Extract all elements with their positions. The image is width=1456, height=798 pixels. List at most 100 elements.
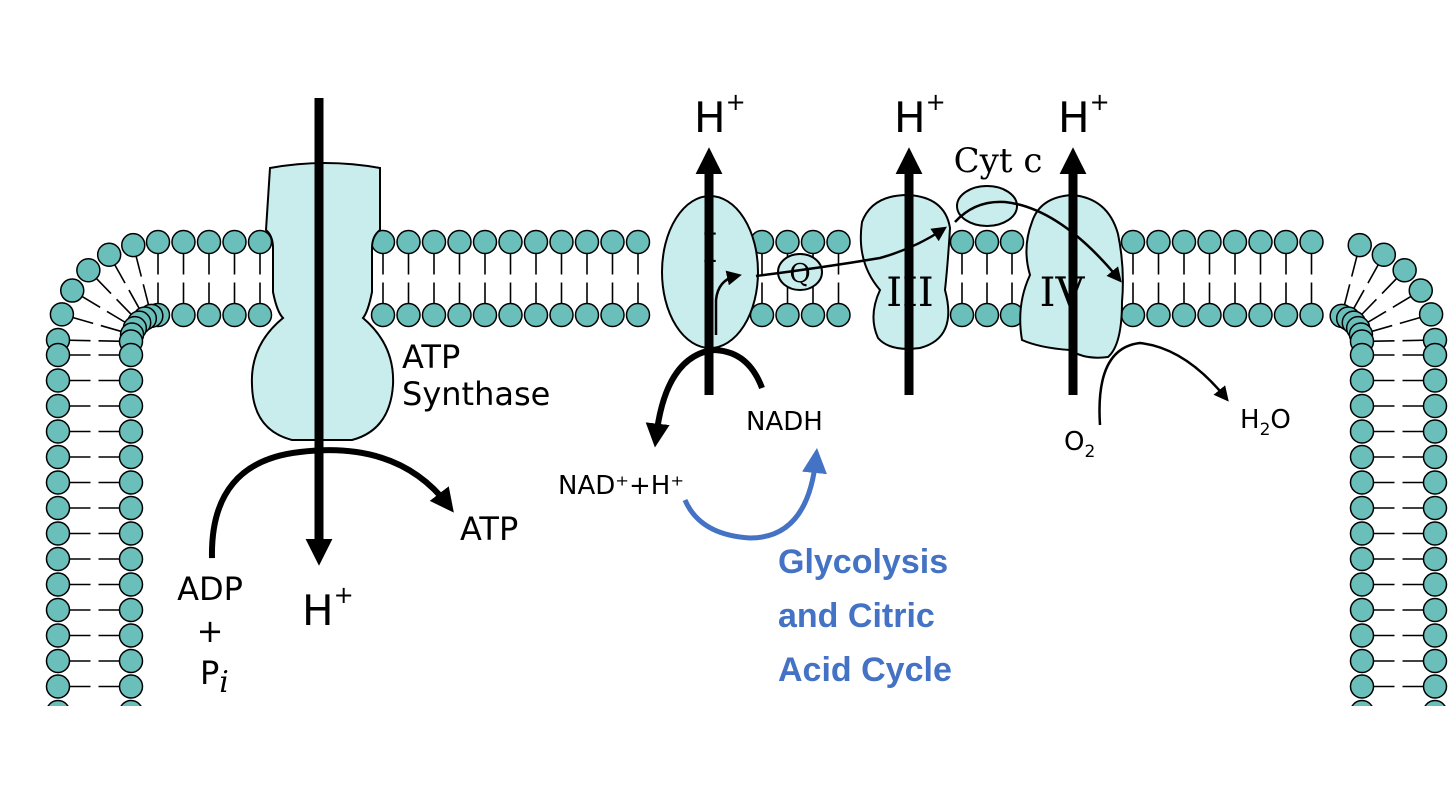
lipid-head xyxy=(1222,229,1248,255)
lipid-head xyxy=(45,572,71,597)
lipid-bilayer-membrane xyxy=(0,229,1456,798)
o2-subscript: 2 xyxy=(1084,442,1095,462)
lipid-head xyxy=(171,302,196,328)
lipid-head xyxy=(1146,229,1171,255)
h2o-subscript: 2 xyxy=(1260,420,1271,440)
lipid-head xyxy=(1197,302,1222,328)
lipid-head xyxy=(974,229,1000,255)
lipid-head xyxy=(1422,444,1448,470)
nadh-label: NADH xyxy=(746,407,823,437)
lipid-head xyxy=(118,368,144,393)
lipid-head xyxy=(574,229,600,255)
lipid-head xyxy=(118,470,144,495)
lipid-head xyxy=(118,674,144,699)
lipid-head xyxy=(1349,674,1375,699)
lipid-head xyxy=(749,302,775,328)
cyt-c-label: Cyt c xyxy=(954,141,1043,181)
lipid-head xyxy=(775,229,800,255)
nad-plus-h-label: NAD⁺+H⁺ xyxy=(558,471,684,501)
lipid-head xyxy=(1422,342,1448,368)
lipid-head xyxy=(45,521,71,546)
complex-i-label: I xyxy=(702,226,718,272)
lipid-head xyxy=(396,229,421,255)
adp-plus-label: + xyxy=(197,612,224,650)
h-plus-sup: + xyxy=(334,581,354,609)
lipid-head xyxy=(1349,495,1375,521)
lipid-head xyxy=(171,229,196,255)
lipid-head xyxy=(625,229,651,255)
lipid-head xyxy=(45,674,71,699)
h-symbol: H xyxy=(894,93,926,142)
lipid-head xyxy=(1422,572,1448,597)
lipid-head xyxy=(96,242,122,267)
lipid-head xyxy=(118,521,144,546)
lipid-head xyxy=(118,393,144,419)
o2-o: O xyxy=(1064,427,1084,457)
lipid-head xyxy=(447,229,472,255)
lipid-head xyxy=(1171,229,1197,255)
lipid-head xyxy=(118,444,144,470)
lipid-head xyxy=(118,648,144,674)
h2o-o: O xyxy=(1270,405,1290,435)
lipid-head xyxy=(1422,393,1448,419)
lipid-head xyxy=(1349,419,1375,444)
lipid-head xyxy=(826,229,851,255)
lipid-head xyxy=(447,302,472,328)
lipid-head xyxy=(1222,302,1248,328)
lipid-head xyxy=(45,470,71,495)
lipid-head xyxy=(1349,342,1375,368)
lipid-head xyxy=(118,419,144,444)
lipid-head xyxy=(1120,302,1146,328)
complex-iv-label: IV xyxy=(1040,270,1086,316)
lipid-head xyxy=(45,444,71,470)
lipid-head xyxy=(949,302,975,328)
lipid-head xyxy=(1392,257,1417,283)
lipid-head xyxy=(1120,229,1146,255)
lipid-head xyxy=(45,419,71,444)
lipid-head xyxy=(1299,229,1324,255)
lipid-head xyxy=(1349,648,1375,674)
lipid-head xyxy=(775,302,800,328)
lipid-head xyxy=(1349,368,1375,393)
lipid-head xyxy=(1146,302,1171,328)
lipid-head xyxy=(121,232,146,258)
lipid-head xyxy=(196,302,222,328)
lipid-head xyxy=(118,342,144,368)
nadh-oxidation-arrow xyxy=(645,346,765,448)
lipid-head xyxy=(370,302,396,328)
lipid-head xyxy=(999,229,1025,255)
lipid-head xyxy=(1197,229,1222,255)
lipid-head xyxy=(1349,597,1375,623)
complex-iii-label: III xyxy=(886,270,933,316)
lipid-head xyxy=(1273,302,1299,328)
lipid-head xyxy=(1422,674,1448,699)
electron-path-q-to-iii xyxy=(755,226,947,278)
lipid-head xyxy=(45,342,71,368)
lipid-head xyxy=(76,257,101,283)
lipid-head xyxy=(625,302,651,328)
h-plus-complex-i: H+ xyxy=(694,88,746,142)
lipid-head xyxy=(421,229,447,255)
lipid-head xyxy=(1349,572,1375,597)
lipid-head xyxy=(600,229,625,255)
lipid-head xyxy=(45,393,71,419)
lipid-head xyxy=(45,597,71,623)
lipid-head xyxy=(1347,232,1372,258)
lipid-head xyxy=(523,302,549,328)
h-symbol: H xyxy=(694,93,726,142)
lipid-head xyxy=(247,229,273,255)
adp-label: ADP xyxy=(177,570,243,608)
lipid-head xyxy=(421,302,447,328)
glycolysis-label-line3: Acid Cycle xyxy=(778,651,952,689)
lipid-head xyxy=(49,302,75,327)
lipid-head xyxy=(1371,242,1397,267)
lipid-head xyxy=(1248,229,1273,255)
lipid-head xyxy=(1171,302,1197,328)
lipid-head xyxy=(472,229,498,255)
lipid-head xyxy=(59,278,85,303)
h-symbol: H xyxy=(1058,93,1090,142)
h-plus-sup: + xyxy=(726,88,746,116)
lipid-head xyxy=(1422,470,1448,495)
lipid-head xyxy=(118,623,144,648)
lipid-head xyxy=(1273,229,1299,255)
